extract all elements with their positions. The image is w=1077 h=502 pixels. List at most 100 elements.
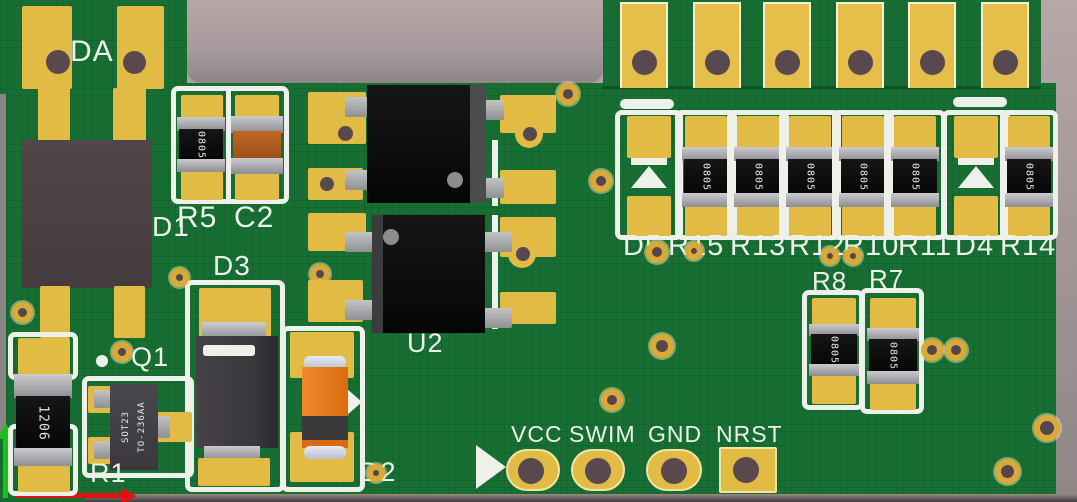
board-bottom-edge [85, 494, 1077, 502]
pad-d5-top[interactable] [627, 116, 671, 158]
resistor-r13-marking: 0805 [752, 162, 764, 192]
header-pad-1[interactable] [620, 2, 668, 88]
testpad-nrst[interactable] [719, 447, 777, 493]
resistor-r15-terminal-bottom [682, 193, 730, 207]
pad-da-right[interactable] [117, 6, 164, 89]
resistor-r1-terminal-top [14, 374, 72, 398]
resistor-r11-body[interactable]: 0805 [893, 159, 937, 195]
resistor-r12-terminal-bottom [786, 193, 834, 207]
resistor-r1-marking: 1206 [35, 405, 51, 441]
via [601, 389, 623, 411]
silkscreen-label-r5: R5 [177, 201, 218, 234]
silkscreen-outline-d5 [615, 110, 683, 240]
header-pad-4[interactable] [836, 2, 884, 88]
header-pad-3-hole [775, 50, 800, 75]
component-d1-body[interactable] [22, 140, 152, 288]
pad-u2-right-1-hole [523, 127, 537, 141]
board-notch-background [187, 0, 603, 83]
board-edge-shadow-top-right [603, 86, 1041, 89]
silkscreen-u2-right-top [492, 140, 498, 206]
q1-pin [94, 441, 110, 459]
testpad-gnd-hole [661, 458, 687, 484]
via [945, 339, 967, 361]
diode-d2-cap-bottom [304, 446, 346, 459]
header-pad-1-hole [632, 50, 657, 75]
component-u2-ic-top-edge [470, 85, 486, 203]
silkscreen-d4-cathode-bar [958, 158, 994, 165]
header-pad-2[interactable] [693, 2, 741, 88]
pad-d1-bottom-right[interactable] [114, 286, 145, 338]
resistor-r1-terminal-bottom [14, 448, 72, 466]
pad-d1-bottom-left[interactable] [40, 286, 70, 338]
testpad-swim-hole [585, 458, 611, 484]
y-axis-arrow [3, 438, 8, 498]
capacitor-c2-body[interactable] [233, 131, 281, 160]
resistor-r12-terminal-top [786, 147, 834, 161]
capacitor-c2-terminal-top [231, 116, 283, 133]
pad-r1-bottom[interactable] [18, 462, 70, 492]
silkscreen-label-u2: U2 [407, 328, 444, 358]
resistor-r7-body[interactable]: 0805 [869, 339, 917, 373]
header-pad-6[interactable] [981, 2, 1029, 88]
header-pad-5[interactable] [908, 2, 956, 88]
board-left-edge [0, 94, 6, 434]
silkscreen-label-d1: D1 [152, 211, 190, 242]
u2-pin [345, 170, 373, 190]
resistor-r13-terminal-bottom [734, 193, 782, 207]
silkscreen-d2-polarity-mark [346, 388, 362, 416]
resistor-r13-body[interactable]: 0805 [736, 159, 780, 195]
pad-d4-top[interactable] [954, 116, 998, 158]
diode-d2-body[interactable] [302, 367, 348, 419]
testpad-swim[interactable] [571, 449, 625, 491]
pad-r8-top[interactable] [812, 298, 856, 326]
silkscreen-dot [96, 355, 108, 367]
pcb-board-top-right-tab[interactable] [603, 0, 1041, 90]
diode-d2-cathode-band [302, 416, 348, 442]
header-pad-3[interactable] [763, 2, 811, 88]
resistor-r5-body[interactable]: 0805 [179, 129, 223, 161]
component-u2-ic-bottom-edge [372, 215, 383, 333]
resistor-r10-terminal-bottom [839, 193, 887, 207]
pad-d4-bottom[interactable] [954, 196, 998, 236]
header-pad-6-hole [993, 50, 1018, 75]
q1-pin [94, 390, 110, 408]
pad-u2-right-3-hole [516, 247, 530, 261]
resistor-r5-terminal-top [177, 117, 225, 131]
resistor-r12-body[interactable]: 0805 [788, 159, 832, 195]
resistor-r10-body[interactable]: 0805 [841, 159, 885, 195]
u2-pin [478, 232, 512, 252]
pad-u2-left-2-hole [320, 177, 334, 191]
pad-u2-right-2[interactable] [500, 170, 556, 204]
pad-da-left[interactable] [22, 6, 72, 89]
via [367, 464, 385, 482]
component-q1-body[interactable]: SOT23 TO-236AA [110, 384, 158, 470]
pad-r7-top[interactable] [870, 298, 916, 330]
resistor-r7-marking: 0805 [887, 341, 899, 371]
pad-r8-bottom[interactable] [812, 374, 856, 404]
silkscreen-d5-diode-triangle [631, 166, 667, 188]
resistor-r14-terminal-top [1005, 147, 1053, 161]
resistor-r1-body[interactable]: 1206 [16, 396, 70, 450]
resistor-r8-terminal-top [809, 324, 859, 336]
diode-d3-cathode-stripe [203, 345, 255, 356]
pad-d1-top-left[interactable] [38, 88, 70, 144]
silkscreen-label-r11: R11 [898, 230, 953, 262]
pad-d1-top-right[interactable] [113, 88, 146, 144]
diode-d2-cap-top [304, 356, 346, 369]
pad-d5-bottom[interactable] [627, 196, 671, 236]
silkscreen-label-gnd: GND [648, 421, 703, 447]
q1-marking-type: SOT23 [121, 410, 131, 444]
header-pad-4-hole [848, 50, 873, 75]
silkscreen-label-d3: D3 [213, 250, 251, 281]
resistor-r11-terminal-top [891, 147, 939, 161]
silkscreen-outline-r10 [832, 110, 894, 240]
pad-r1-top[interactable] [18, 338, 70, 378]
pad-d3-bottom[interactable] [198, 458, 270, 486]
resistor-r14-body[interactable]: 0805 [1007, 159, 1051, 195]
resistor-r8-body[interactable]: 0805 [811, 334, 857, 366]
via [646, 241, 668, 263]
resistor-r15-body[interactable]: 0805 [684, 159, 728, 195]
resistor-r14-terminal-bottom [1005, 193, 1053, 207]
x-axis-arrowhead-icon [122, 488, 137, 502]
